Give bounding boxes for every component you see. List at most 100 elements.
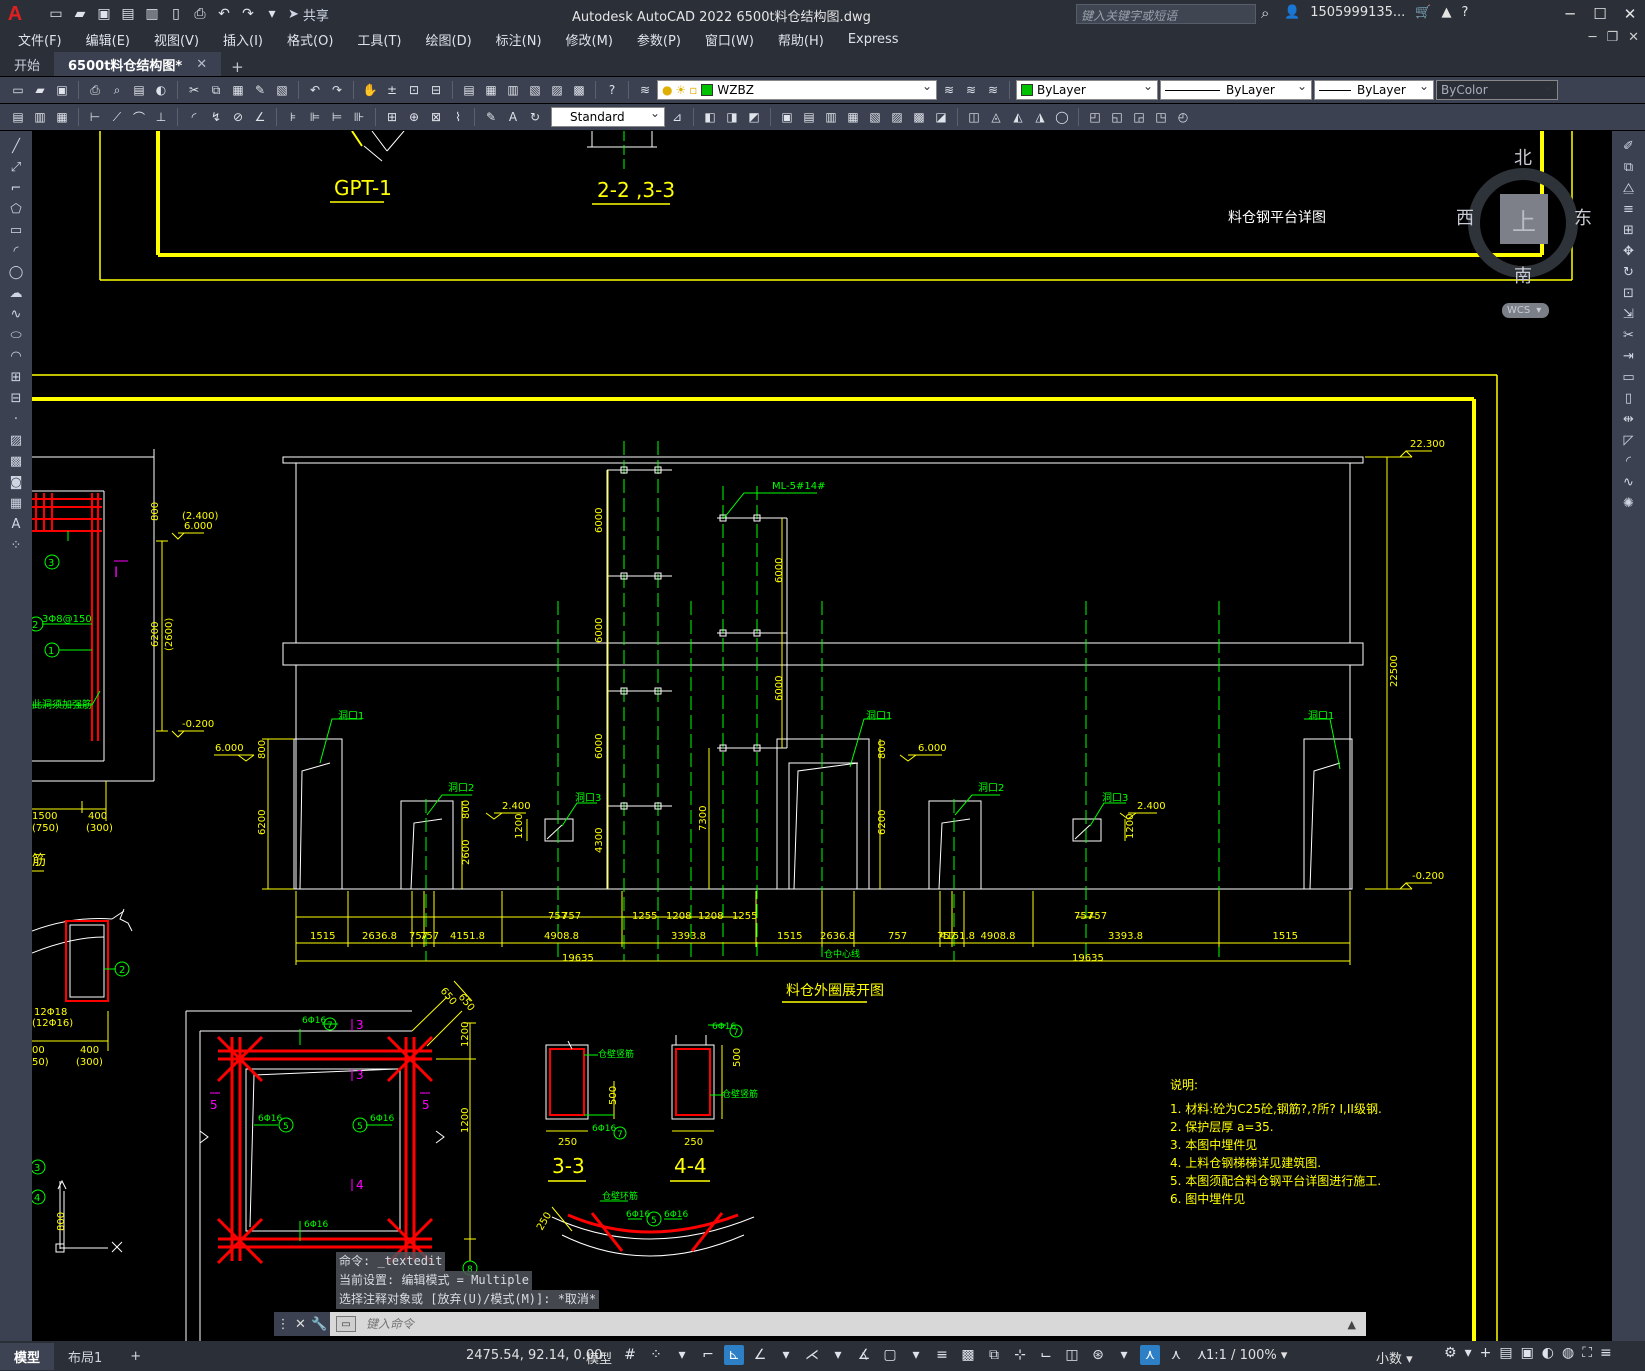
arc-icon[interactable]: ◜ [13,243,19,259]
transparency-icon[interactable]: ▩ [961,1347,975,1363]
break-point-icon[interactable]: ▭ [1622,369,1635,385]
new-file-icon[interactable]: ▭ [49,6,63,22]
plus-icon[interactable]: + [1479,1345,1492,1361]
intersect-icon[interactable]: ◩ [748,110,760,124]
mtext-icon[interactable]: A [11,516,21,532]
menu-view[interactable]: 视图(V) [153,33,200,49]
add-selected-icon[interactable]: ⁘ [10,537,22,553]
command-input[interactable] [366,1317,966,1331]
arc-length-icon[interactable]: ⌒ [132,110,145,125]
dim-text-edit-icon[interactable]: A [508,110,518,124]
explode-icon[interactable]: ✺ [1623,495,1634,511]
dropdown-icon[interactable]: ▾ [1464,1345,1472,1361]
auto-scale-icon[interactable]: ⋏ [1170,1347,1182,1363]
menu-modify[interactable]: 修改(M) [565,33,613,49]
offset-icon[interactable]: ≡ [1623,201,1634,217]
layer-state-icon[interactable]: ≋ [987,83,999,97]
layer-previous-icon[interactable]: ≋ [965,83,977,97]
annotation-scale-icon[interactable]: ⋏ [1196,1347,1208,1363]
break-icon[interactable]: ▯ [1624,390,1633,406]
properties-icon[interactable]: ▤ [463,83,475,97]
linetype-dropdown[interactable]: ByLayer [1160,79,1312,100]
check-icon[interactable]: ◯ [1055,110,1069,124]
markup-icon[interactable]: ▨ [551,83,563,97]
tolerance-icon[interactable]: ⊞ [386,110,398,124]
workspace-gear-icon[interactable]: ⚙ [1444,1345,1457,1361]
linear-dim-icon[interactable]: ⊢ [89,110,101,124]
command-grip-icon[interactable]: ⋮ [276,1316,290,1332]
continue-dim-icon[interactable]: ⊨ [331,110,343,124]
rotate-icon[interactable]: ↻ [1623,264,1634,280]
tab-active-drawing[interactable]: 6500t料仓结构图* ✕ [54,52,222,76]
menu-tools[interactable]: 工具(T) [357,33,402,49]
copy-icon[interactable]: ⧉ [211,82,221,97]
inspect-icon[interactable]: ⊠ [430,110,442,124]
aligned-dim-icon[interactable]: ⟋ [112,109,122,124]
dim-edit-icon[interactable]: ✎ [485,110,497,124]
drawing-restore-icon[interactable]: ❐ [1606,30,1619,45]
menu-parametric[interactable]: 参数(P) [636,33,681,49]
center-mark-icon[interactable]: ⊕ [408,110,420,124]
layer-iso-icon[interactable]: ▦ [56,110,68,124]
quick-dim-icon[interactable]: ⊧ [289,110,297,124]
autocad-logo-icon[interactable]: A [7,2,23,25]
drawing-minimize-icon[interactable]: ─ [1588,30,1597,45]
publish-icon[interactable]: ▤ [133,83,145,97]
erase-icon[interactable]: ✐ [1623,138,1634,154]
add-layout-button[interactable]: + [130,1348,142,1364]
redo-icon[interactable]: ↷ [331,83,343,97]
thicken-icon[interactable]: ◴ [1177,110,1189,124]
hatch-icon[interactable]: ▨ [9,432,23,448]
zoom-realtime-icon[interactable]: ± [386,83,398,97]
point-icon[interactable]: · [13,411,19,427]
imprint-icon[interactable]: ◫ [968,110,980,124]
viewcube-east[interactable]: 东 [1574,208,1592,229]
user-name[interactable]: 1505999135... [1310,5,1406,20]
tool-palettes-icon[interactable]: ▥ [507,83,519,97]
save-as-icon[interactable]: ▤ [121,6,135,22]
menu-insert[interactable]: 插入(I) [223,33,264,49]
customization-icon[interactable]: ≡ [1600,1345,1612,1361]
coordinates-readout[interactable]: 2475.54, 92.14, 0.00 [466,1348,603,1363]
insert-block-icon[interactable]: ⊞ [10,369,22,385]
interfere-icon[interactable]: ◲ [1133,110,1145,124]
lineweight-icon[interactable]: ≡ [936,1347,948,1363]
save-icon[interactable]: ▣ [56,83,68,97]
move-icon[interactable]: ✥ [1623,243,1634,259]
union-icon[interactable]: ◧ [704,110,716,124]
viewcube-west[interactable]: 西 [1456,208,1474,229]
ellipse-icon[interactable]: ⬭ [10,327,22,343]
color-dropdown[interactable]: ByLayer [1016,79,1158,100]
make-current-icon[interactable]: ≋ [943,83,955,97]
match-icon[interactable]: ▤ [12,110,24,124]
dropdown-icon[interactable]: ▾ [912,1347,920,1363]
customize-qat-icon[interactable]: ▾ [268,6,276,22]
annotation-scale-dropdown[interactable]: 1:1 / 100% ▾ [1206,1348,1288,1363]
dropdown-icon[interactable]: ▾ [1120,1347,1128,1363]
jogged-dim-icon[interactable]: ↯ [210,110,222,124]
cart-icon[interactable]: 🛒 [1415,5,1432,20]
share-button[interactable]: ➤共享 [288,5,329,24]
slice-icon[interactable]: ◰ [1089,110,1101,124]
publish-icon[interactable]: ▥ [145,6,159,22]
clean-screen-icon[interactable]: ⛶ [1582,1345,1593,1361]
menu-draw[interactable]: 绘图(D) [425,33,472,49]
isodraft-icon[interactable]: ⋌ [805,1347,819,1363]
stretch-icon[interactable]: ⇲ [1623,306,1634,322]
grid-icon[interactable]: # [624,1347,636,1363]
region-icon[interactable]: ◙ [9,474,23,490]
annotation-visibility-icon[interactable]: ⋏ [1140,1345,1160,1365]
polygon-icon[interactable]: ⬠ [10,201,22,217]
dropdown-icon[interactable]: ▾ [678,1347,686,1363]
tab-model[interactable]: 模型 [0,1342,55,1370]
drawing-close-icon[interactable]: ✕ [1628,30,1639,45]
open-icon[interactable]: ▰ [35,83,45,97]
extend-icon[interactable]: ⇥ [1623,348,1634,364]
3dprint-icon[interactable]: ◐ [155,83,167,97]
menu-dimension[interactable]: 标注(N) [495,33,542,49]
tab-close-icon[interactable]: ✕ [196,56,208,72]
tab-start[interactable]: 开始 [0,52,54,76]
flatshot-icon[interactable]: ◳ [1155,110,1167,124]
rotate-face-icon[interactable]: ▧ [869,110,881,124]
menu-express[interactable]: Express [847,31,899,47]
